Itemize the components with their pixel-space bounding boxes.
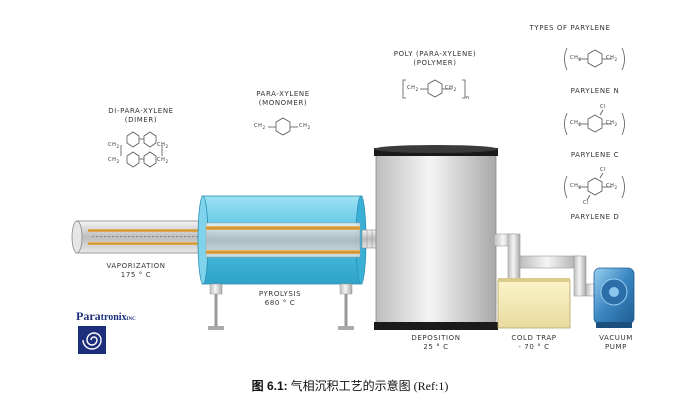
deposition-chamber bbox=[374, 145, 498, 330]
parylene-d-label: PARYLENE D bbox=[570, 213, 620, 221]
parylene-c-ch2-left: CH2 bbox=[570, 120, 582, 127]
parylene-c-label: PARYLENE C bbox=[570, 151, 620, 159]
piping bbox=[493, 233, 601, 297]
dimer-structure bbox=[120, 131, 163, 168]
parylene-c-structure bbox=[564, 109, 625, 136]
parylene-d-structure bbox=[564, 172, 625, 201]
stage-cold-trap-label: COLD TRAP- 70 ° C bbox=[511, 334, 557, 351]
parylene-d-cl-bottom: Cl bbox=[583, 200, 590, 206]
polymer-title: POLY (PARA-XYLENE)(POLYMER) bbox=[393, 50, 477, 67]
figure-caption-text: 气相沉积工艺的示意图 (Ref:1) bbox=[287, 379, 449, 393]
paratronix-logo: ParatronixINC bbox=[76, 309, 156, 357]
monomer-ch2-left: CH2 bbox=[254, 123, 266, 130]
paratronix-logo-mark bbox=[78, 326, 106, 354]
vacuum-pump bbox=[593, 267, 635, 328]
dimer-ch2-bottom-left: CH2 bbox=[108, 157, 120, 164]
figure-caption-label: 图 6.1: bbox=[251, 379, 288, 393]
parylene-n-structure bbox=[564, 47, 625, 71]
parylene-c-ch2-right: CH2 bbox=[606, 120, 618, 127]
cold-trap bbox=[497, 278, 571, 329]
monomer-structure bbox=[268, 117, 298, 136]
dimer-title: DI-PARA-XYLENE(DIMER) bbox=[108, 107, 174, 124]
types-title: TYPES OF PARYLENE bbox=[529, 24, 611, 32]
figure-caption: 图 6.1: 气相沉积工艺的示意图 (Ref:1) bbox=[0, 377, 700, 394]
dimer-ch2-top-right: CH2 bbox=[157, 142, 169, 149]
parylene-n-ch2-left: CH2 bbox=[570, 55, 582, 62]
parylene-c-cl: Cl bbox=[600, 104, 607, 110]
polymer-n-subscript: n bbox=[466, 95, 470, 101]
parylene-d-ch2-left: CH2 bbox=[570, 183, 582, 190]
monomer-ch2-right: CH2 bbox=[299, 123, 311, 130]
dimer-ch2-top-left: CH2 bbox=[108, 142, 120, 149]
monomer-title: PARA-XYLENE(MONOMER) bbox=[256, 90, 310, 107]
polymer-ch2-left: CH2 bbox=[407, 85, 419, 92]
parylene-d-cl-top: Cl bbox=[600, 167, 607, 173]
dimer-ch2-bottom-right: CH2 bbox=[157, 157, 169, 164]
vaporization-tube bbox=[71, 220, 207, 254]
pyrolysis-furnace bbox=[197, 195, 379, 330]
paratronix-wordmark: ParatronixINC bbox=[76, 309, 136, 323]
polymer-ch2-right: CH2 bbox=[445, 85, 457, 92]
polymer-structure bbox=[402, 79, 466, 99]
parylene-n-ch2-right: CH2 bbox=[606, 55, 618, 62]
parylene-d-ch2-right: CH2 bbox=[606, 183, 618, 190]
parylene-n-label: PARYLENE N bbox=[570, 87, 620, 95]
